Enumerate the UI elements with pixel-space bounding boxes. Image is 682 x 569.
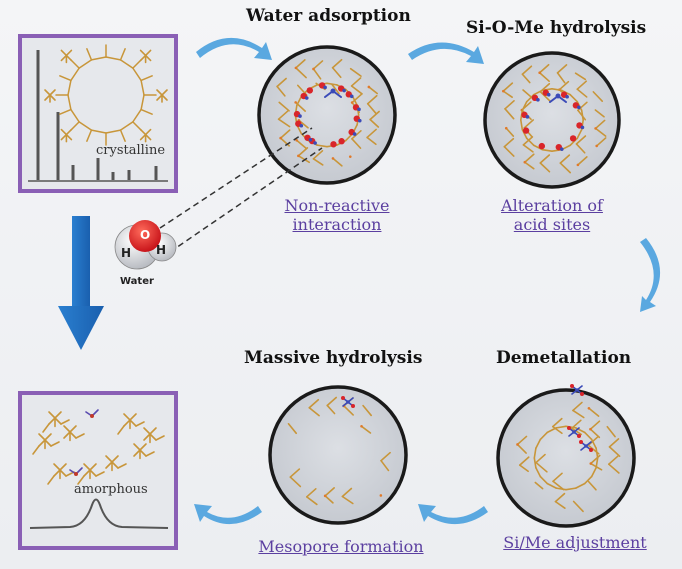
circle-water-adsorption	[257, 45, 397, 185]
title-si-o-me-hydrolysis: Si-O-Me hydrolysis	[466, 18, 647, 38]
crystalline-framework	[44, 44, 168, 146]
title-demetallation: Demetallation	[496, 348, 632, 368]
caption-alteration-line1: Alteration of	[501, 196, 603, 215]
transformation-arrow	[58, 216, 104, 350]
atom-label-oxygen: O	[140, 228, 151, 242]
curved-arrows	[194, 37, 661, 525]
caption-mesopore-formation: Mesopore formation	[258, 537, 424, 556]
circle-demetallation	[496, 388, 636, 528]
caption-non-reactive-interaction: Non-reactive interaction	[262, 196, 412, 234]
label-crystalline: crystalline	[96, 143, 166, 158]
amorphous-halo-curve	[29, 498, 169, 529]
title-massive-hydrolysis: Massive hydrolysis	[244, 348, 423, 368]
hydrolysis-site-dots	[521, 89, 585, 151]
arrow-to-demetallation	[640, 238, 661, 312]
caption-alteration-of-acid-sites: Alteration of acid sites	[482, 196, 622, 234]
title-water-adsorption: Water adsorption	[246, 6, 411, 26]
water-molecule	[114, 220, 177, 270]
adsorbed-water-dots	[293, 82, 362, 148]
xrd-peaks	[36, 50, 158, 180]
oxygen-atom	[129, 220, 161, 252]
circle-massive-hydrolysis	[268, 385, 408, 525]
caption-non-reactive-line1: Non-reactive	[284, 196, 390, 215]
extracted-metal-species	[341, 384, 593, 452]
label-water: Water	[120, 276, 154, 287]
amorphous-fragments	[32, 409, 165, 485]
circle-si-o-me-hydrolysis	[483, 51, 621, 189]
water-pointer-lines	[159, 127, 323, 253]
atom-label-hydrogen-right: H	[156, 243, 167, 257]
atom-label-hydrogen-left: H	[121, 246, 132, 260]
amorphous-panel-frame	[18, 391, 178, 550]
caption-alteration-line2: acid sites	[513, 215, 591, 234]
arrow-to-massive-hydrolysis	[418, 504, 488, 525]
crystalline-panel	[18, 34, 178, 193]
caption-non-reactive-line2: interaction	[292, 215, 382, 234]
arrow-to-amorphous	[194, 504, 262, 525]
amorphous-panel	[18, 391, 178, 550]
label-amorphous: amorphous	[74, 482, 148, 497]
arrow-to-water-adsorption	[196, 37, 272, 60]
caption-si-me-adjustment: Si/Me adjustment	[503, 533, 647, 552]
arrow-to-hydrolysis	[408, 42, 484, 64]
